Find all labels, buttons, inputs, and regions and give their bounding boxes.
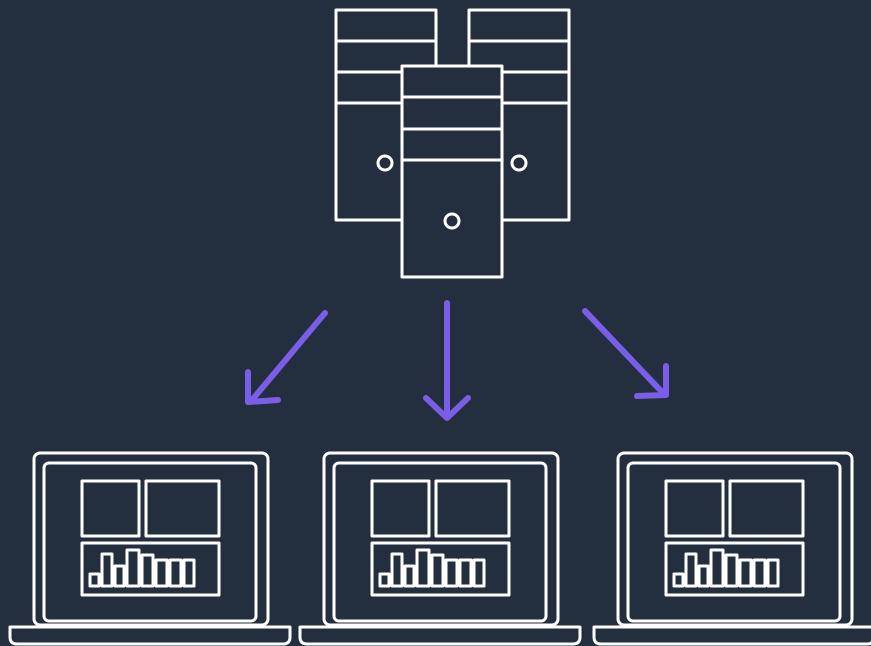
arrow-down: [423, 300, 471, 421]
server-front: [400, 64, 504, 279]
laptop-dashboard-icon: [592, 451, 871, 646]
server-stack-icon: [334, 8, 571, 279]
distribution-arrows: [245, 300, 669, 421]
arrow-down-left: [245, 310, 328, 405]
laptop-dashboard-icon: [298, 451, 582, 646]
arrow-down-right: [582, 308, 669, 399]
laptop-dashboard-icon: [8, 451, 292, 646]
